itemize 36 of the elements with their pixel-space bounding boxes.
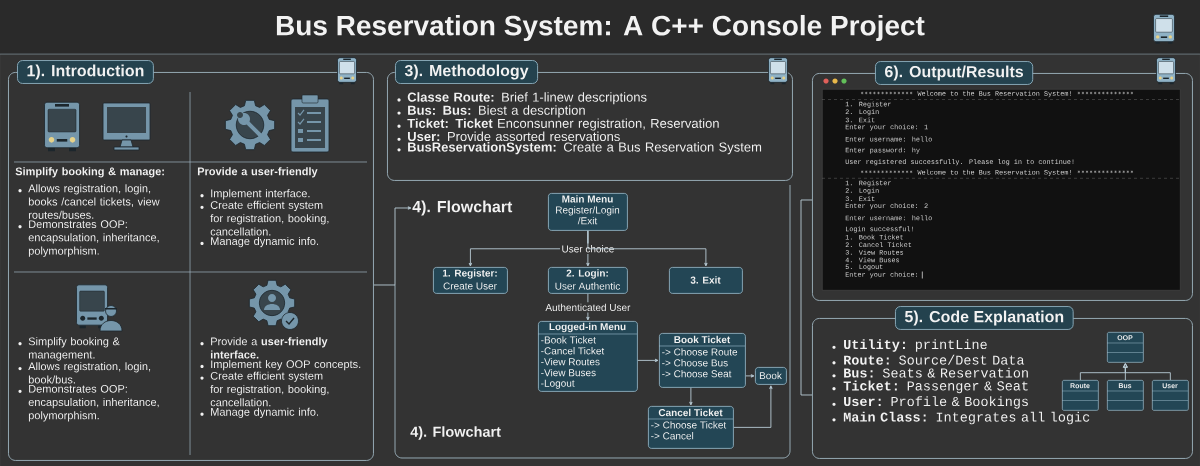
arrow [637, 358, 659, 363]
arrow [733, 385, 773, 428]
arrow [587, 230, 708, 267]
node-label: Simplify booking & management. [28, 337, 120, 361]
node-label: Provide a user-friendly [197, 167, 318, 178]
node-label: Allows registration, login, book/bus. [28, 362, 151, 384]
node-label: Create efficient system for registration, booking, cancellation. [210, 371, 329, 407]
node-label: Implement key OOP concepts. [211, 359, 361, 371]
node-label: Implement interface. [211, 189, 310, 200]
node-label: Create efficient system for registration, booking, cancellation. [210, 200, 329, 236]
arrow [745, 374, 755, 378]
node-label: Simplify booking & manage: [15, 167, 164, 178]
flow-box: Book [755, 367, 787, 385]
text-cell: Provide a user-friendly interface. Implement key OOP concepts. Create efficient system for registration, booking, cancellation. Manage dynamic info. [200, 337, 361, 418]
node-label: Manage dynamic info. [211, 407, 319, 418]
edge-label: Authenticated User [543, 302, 632, 313]
title-band: Bus Reservation System: A C++ Console Project [0, 0, 1200, 55]
flow-box: Main Menu Register/Login /Exit [548, 193, 628, 231]
node-label: Provide a user-friendly interface. [210, 337, 328, 359]
arrow [689, 387, 693, 406]
flow-box: 2. Login: User Authentic [548, 267, 628, 294]
node-label: Allows registration, login, books /cancel tickets, view routes/buses. [28, 184, 160, 219]
node-label: Manage dynamic info. [211, 236, 319, 248]
edge-label: User choice [560, 243, 616, 254]
text-cell: Simplify booking & management. Allows registration, login, book/bus. Demonstrates OOP: encapsulation, inheritance, polymorphism. [18, 337, 159, 422]
arrow [1123, 363, 1171, 381]
arrow [373, 206, 412, 286]
flow-box: Cancel Ticket -> Choose Ticket -> Cancel [647, 406, 734, 449]
text-cell: Simplify booking & manage: Allows registration, login, books /cancel tickets, view routes/buses. Demonstrates OOP: encapsulation, inheritance, polymorphism. [15, 167, 164, 257]
flow-box: Book Ticket -> Choose Route -> Choose Bus -> Choose Seat [658, 333, 746, 388]
node-label: Demonstrates OOP: encapsulation, inheritance, polymorphism. [28, 384, 159, 422]
text-cell: Provide a user-friendly Implement interface. Create efficient system for registration, booking, cancellation. Manage dynamic info. [197, 167, 329, 248]
flow-box: Logged-in Menu -Book Ticket -Cancel Ticket -View Routes -View Buses -Logout [537, 321, 638, 392]
flow-box: 3. Exit [669, 267, 743, 294]
node-label: Demonstrates OOP: encapsulation, inheritance, polymorphism. [28, 220, 159, 257]
flow-box: 1. Register: Create User [433, 267, 508, 294]
